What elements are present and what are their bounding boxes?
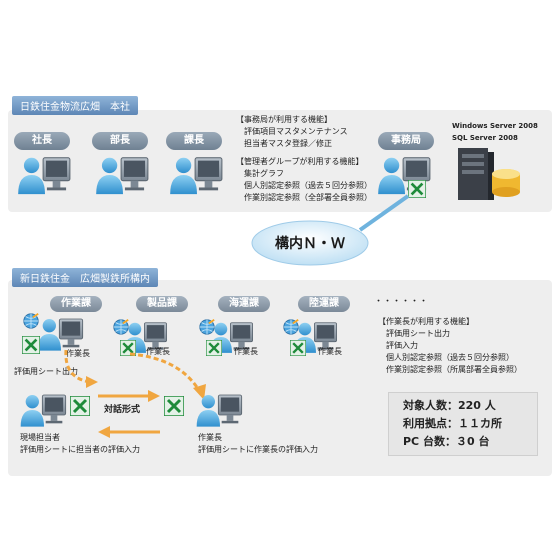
manager-function-item: 作業別認定参照（全部署全員参照） [244, 193, 372, 202]
summary-pc-count: PC 台数：３0 台 [403, 435, 490, 448]
dialogue-label: 対話形式 [104, 405, 141, 415]
worker-title: 現場担当者 [20, 433, 60, 442]
foreman-function-item: 個人別認定参照（過去５回分参照） [386, 353, 514, 362]
more-departments-ellipsis: ・・・・・・ [374, 297, 429, 307]
network-link-line [358, 194, 410, 232]
excel-icon [290, 340, 306, 356]
admin-function-item: 評価項目マスタメンテナンス [244, 127, 348, 136]
server-os-label: Windows Server 2008 [452, 122, 538, 130]
network-label: 構内Ｎ・Ｗ [275, 236, 345, 252]
dept-work-section: 作業課 [50, 296, 102, 312]
sheet-output-label: 評価用シート出力 [14, 367, 78, 376]
president-pc-icon [16, 152, 74, 198]
head-office-title: 日鉄住金物流広畑 本社 [12, 96, 138, 115]
dept-land-transport-section: 陸運課 [298, 296, 350, 312]
section-manager-pc-icon [168, 152, 226, 198]
foreman-function-item: 評価用シート出力 [386, 329, 450, 338]
foreman-label: 作業長 [234, 347, 258, 356]
foreman-description: 評価用シートに作業長の評価入力 [198, 445, 318, 454]
summary-locations: 利用拠点：１１カ所 [403, 417, 502, 430]
summary-box: 対象人数：220 人 利用拠点：１１カ所 PC 台数：３0 台 [388, 392, 538, 456]
network-cloud-icon [251, 220, 369, 266]
dept-product-section: 製品課 [136, 296, 188, 312]
flow-arrows [64, 349, 206, 400]
role-president: 社長 [14, 132, 70, 150]
secretariat-excel-icon [408, 180, 426, 198]
manager-function-item: 個人別認定参照（過去５回分参照） [244, 181, 372, 190]
manager-function-item: 集計グラフ [244, 169, 284, 178]
foreman-function-item: 作業別認定参照（所属部署全員参照） [386, 365, 522, 374]
worker-description: 評価用シートに担当者の評価入力 [20, 445, 140, 454]
summary-target-users: 対象人数：220 人 [403, 399, 496, 412]
steelworks-title: 新日鉄住金 広畑製鉄所構内 [12, 268, 158, 287]
manager-functions-heading: 【管理者グループが利用する機能】 [236, 157, 364, 166]
dept-shipping-section: 海運課 [218, 296, 270, 312]
foreman-label: 作業長 [66, 349, 90, 358]
admin-functions-heading: 【事務局が利用する機能】 [236, 115, 332, 124]
role-secretariat: 事務局 [378, 132, 434, 150]
server-database-icon [458, 148, 520, 200]
foreman-label: 作業長 [318, 347, 342, 356]
foreman-label: 作業長 [146, 347, 170, 356]
dialogue-arrows [98, 390, 160, 438]
foreman-function-item: 評価入力 [386, 341, 418, 350]
role-section-manager: 課長 [166, 132, 222, 150]
foreman-excel-icon [164, 396, 184, 416]
foreman-title: 作業長 [198, 433, 222, 442]
foreman-pc-icon [186, 390, 254, 430]
worker-excel-icon [70, 396, 90, 416]
admin-function-item: 担当者マスタ登録／修正 [244, 139, 332, 148]
worker-pc-icon [10, 390, 78, 430]
server-db-label: SQL Server 2008 [452, 134, 518, 142]
foreman-functions-heading: 【作業長が利用する機能】 [378, 317, 474, 326]
role-general-manager: 部長 [92, 132, 148, 150]
general-manager-pc-icon [94, 152, 152, 198]
